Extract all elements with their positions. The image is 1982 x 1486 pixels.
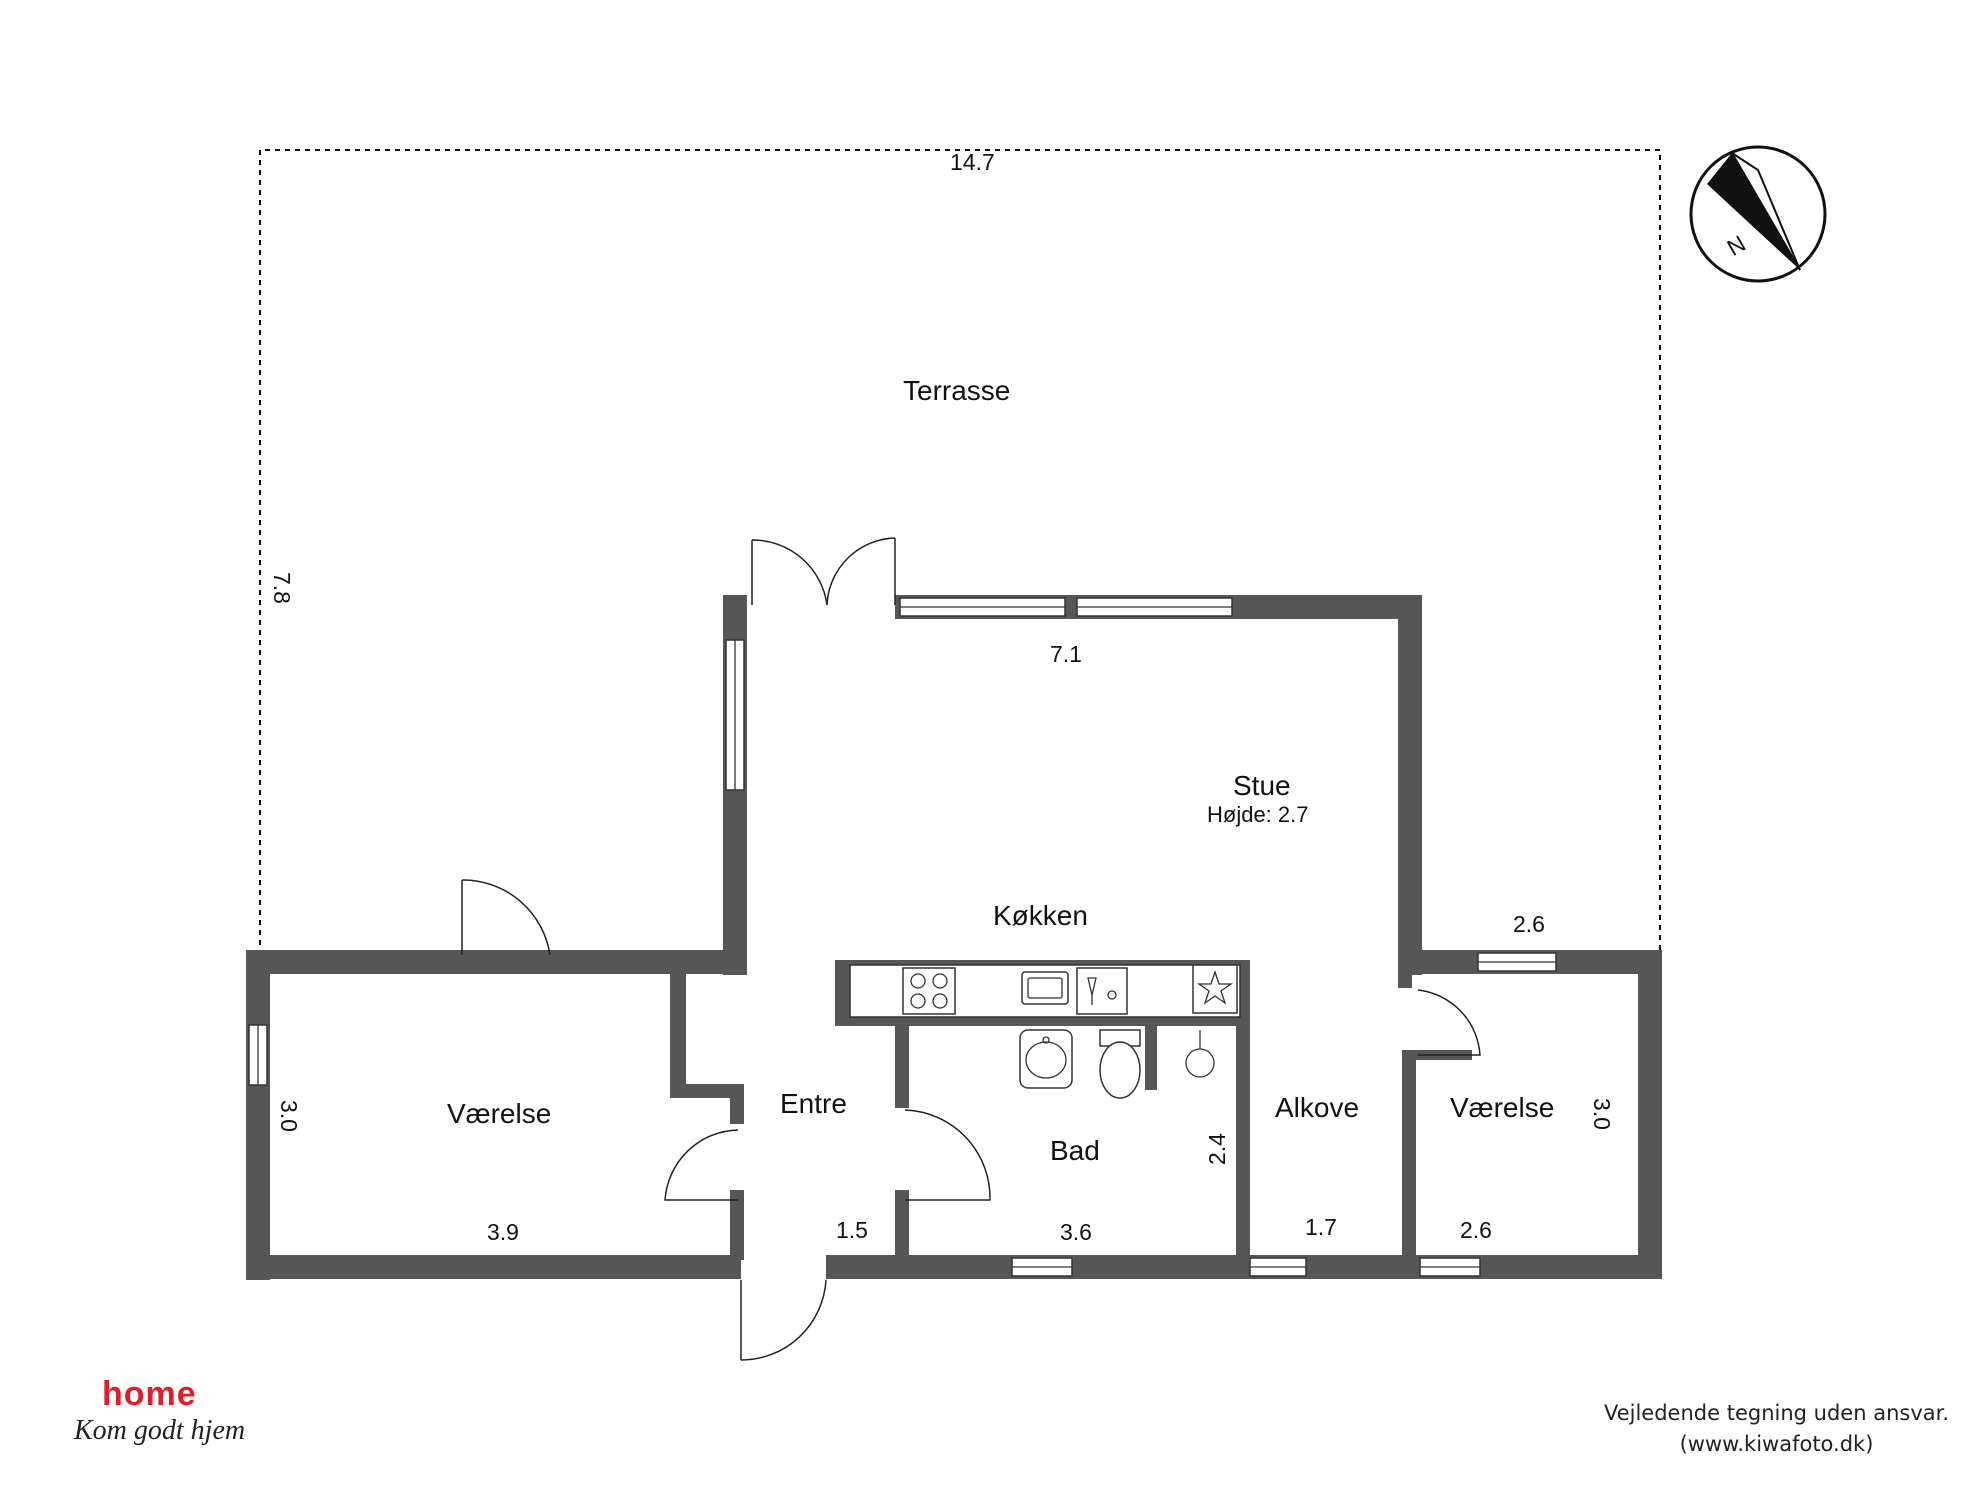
room-label-bad: Bad [1050,1135,1100,1166]
room-height-stue: Højde: 2.7 [1207,802,1309,827]
dim-entre-width: 1.5 [836,1217,868,1243]
dishwasher-icon [1076,967,1128,1015]
room-label-stue: Stue [1233,770,1291,801]
terrace-outline [259,149,1661,955]
dim-vaerelse-left-width: 3.9 [487,1219,519,1245]
doors [461,537,1481,1361]
windows [248,597,1557,1277]
walls [246,595,1662,1280]
room-label-kokken: Køkken [993,900,1088,931]
room-label-vaerelse-right: Værelse [1450,1092,1554,1123]
disclaimer: Vejledende tegning uden ansvar. (www.kiw… [1604,1398,1949,1460]
dim-vaerelse-right-depth: 3.0 [1589,1098,1615,1130]
dim-terrace-width: 14.7 [950,149,995,175]
brand-tagline: Kom godt hjem [74,1415,246,1446]
brand-wordmark: home [102,1375,197,1413]
bathroom-fixtures [1019,1029,1215,1099]
brand-logo: home Kom godt hjem [70,1375,250,1465]
dim-bad-width: 3.6 [1060,1219,1092,1245]
room-label-vaerelse-left: Værelse [447,1098,551,1129]
north-arrow-icon: N [1689,145,1827,283]
room-label-entre: Entre [780,1088,847,1119]
dim-alkove-top: 2.6 [1513,911,1545,937]
room-label-alkove: Alkove [1275,1092,1359,1123]
refrigerator-icon [1192,964,1238,1014]
dim-bad-depth: 2.4 [1204,1133,1230,1165]
dim-alkove-width: 1.7 [1305,1214,1337,1240]
washbasin-icon [1019,1029,1073,1089]
dim-terrace-depth: 7.8 [269,572,295,604]
dim-vaerelse-left-depth: 3.0 [276,1100,302,1132]
disclaimer-line-1: Vejledende tegning uden ansvar. [1603,1401,1949,1425]
dim-stue-width: 7.1 [1050,641,1082,667]
toilet-icon [1099,1029,1141,1099]
kitchen-counter [849,964,1241,1018]
shower-drain-icon [1185,1030,1215,1078]
dim-vaerelse-right-width: 2.6 [1460,1217,1492,1243]
stove-icon [902,967,956,1015]
disclaimer-line-2: (www.kiwafoto.dk) [1679,1432,1874,1456]
sink-icon [1021,971,1069,1005]
room-label-terrasse: Terrasse [903,375,1010,406]
